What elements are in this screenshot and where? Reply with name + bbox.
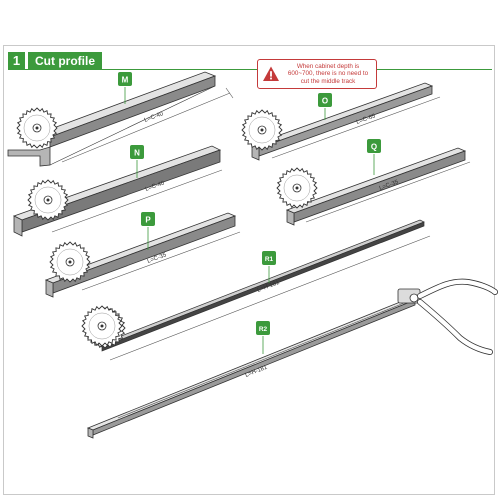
tag-r1-label: R1 [265,256,274,263]
content-frame [3,45,495,495]
tag-r2: R2 [256,321,270,354]
tag-r1: R1 [262,251,276,283]
profile-n [12,145,223,237]
profile-r2 [81,278,498,439]
profile-p [44,212,241,298]
tag-q-label: Q [371,143,377,152]
note-text: When cabinet depth is 600~700, there is … [287,62,369,85]
tag-p: P [141,212,155,250]
dimension-m: L=C-40 [144,111,165,124]
tag-p-label: P [145,216,151,225]
tag-o-label: O [322,97,328,106]
profile-q [276,147,471,226]
profile-m [7,71,234,167]
cabinet-depth-note: When cabinet depth is 600~700, there is … [257,59,377,89]
section-title: Cut profile [28,52,102,69]
tag-n: N [130,145,144,178]
tag-o: O [318,93,332,120]
tag-n-label: N [134,149,140,158]
tag-m-label: M [122,76,129,85]
warning-triangle-icon [263,66,279,81]
tag-r2-label: R2 [259,326,268,333]
section-number: 1 [8,52,25,69]
tag-m: M [118,72,132,104]
tag-q: Q [367,139,381,175]
tags: M N O Q P [118,72,381,354]
section-header: 1 Cut profile [8,52,102,69]
profile-r1 [84,219,431,361]
profile-o [241,82,441,161]
header-rule [8,69,492,70]
